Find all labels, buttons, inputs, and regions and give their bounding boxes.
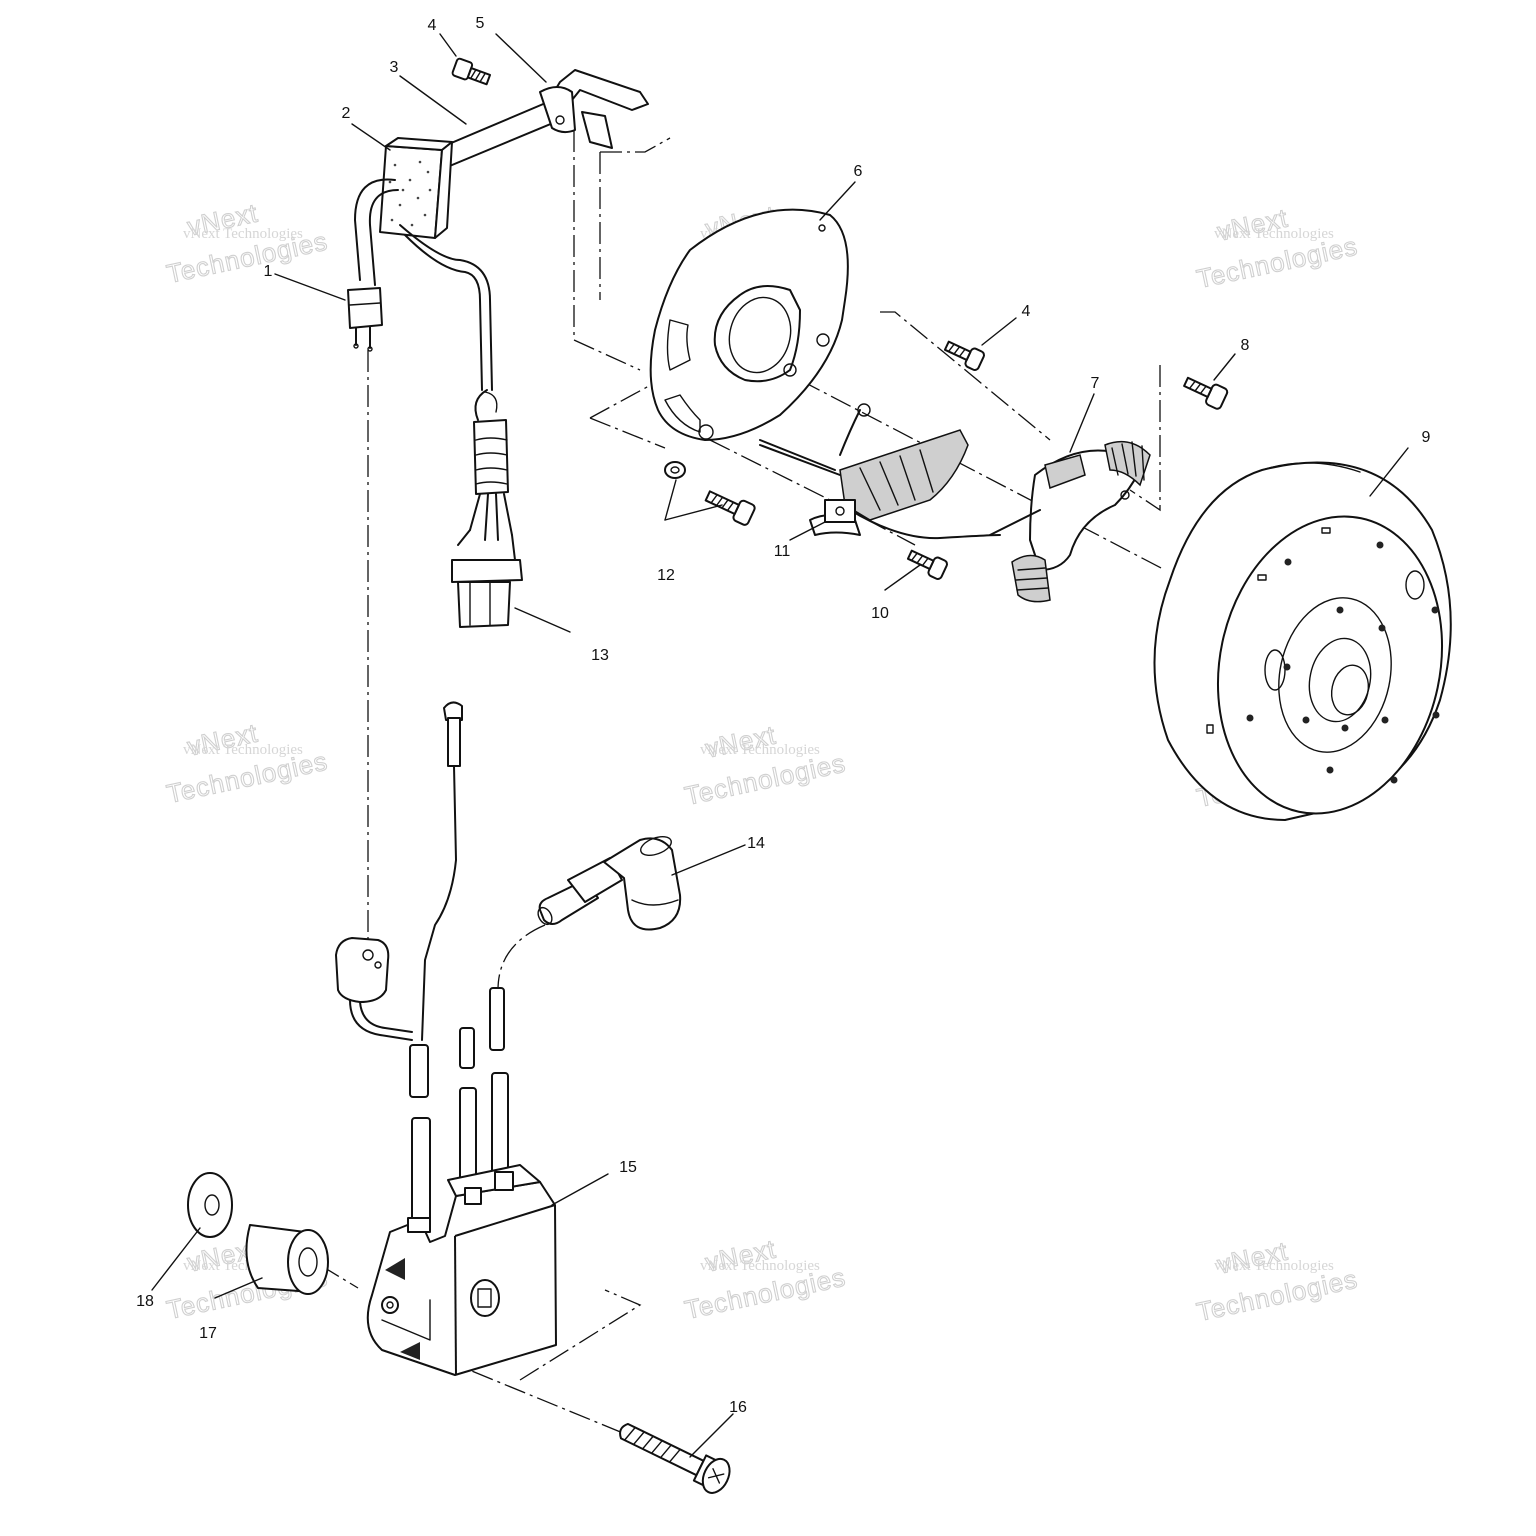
sensor-part: [809, 499, 861, 536]
watermark: vNext Technologies: [1193, 1235, 1361, 1328]
assembly-lines: [319, 130, 1166, 1441]
watermark: vNext Technologies: [183, 742, 303, 758]
clamp-part: [539, 86, 576, 134]
screw-part: [704, 490, 756, 526]
leader-lines: [151, 33, 1409, 1458]
screw-part: [1183, 376, 1229, 410]
watermark: vNext Technologies: [700, 742, 820, 758]
screw-part: [906, 549, 948, 580]
callout-10: 10: [871, 605, 889, 622]
exciter-coil-part: [989, 440, 1151, 603]
callout-3: 3: [390, 59, 399, 76]
watermark: vNext Technologies: [700, 1258, 820, 1274]
lead-tube-part: [409, 987, 509, 1227]
spark-plug-cap-part: [537, 836, 682, 931]
watermark: vNext Technologies: [183, 226, 303, 242]
bushing-part: [245, 1224, 329, 1295]
connector-part: [335, 937, 413, 1041]
callout-11: 11: [774, 543, 791, 560]
callout-18: 18: [136, 1293, 154, 1310]
watermark: vNext Technologies: [681, 719, 849, 812]
connector-part: [347, 287, 383, 352]
screw-part: [451, 57, 492, 86]
harness-part: [457, 389, 516, 561]
callout-9: 9: [1422, 429, 1431, 446]
flywheel-part: [1153, 461, 1452, 821]
bolt-part: [619, 1422, 731, 1494]
regulator-part: [354, 137, 493, 391]
callout-5: 5: [476, 15, 485, 32]
callout-2: 2: [342, 105, 351, 122]
plug-part: [451, 559, 523, 628]
stator-plate-part: [649, 208, 849, 441]
callout-4: 4: [428, 17, 437, 34]
callout-15: 15: [619, 1159, 637, 1176]
wire-part: [421, 701, 463, 1041]
callout-6: 6: [854, 163, 863, 180]
callout-14: 14: [747, 835, 765, 852]
callout-1: 1: [264, 263, 273, 280]
callout-13: 13: [591, 647, 609, 664]
callout-labels: 1 2 3 4 5 6 4 8 7 9 10 11 12 13 14 15 16…: [136, 15, 1430, 1416]
callout-17: 17: [199, 1325, 217, 1342]
callout-4: 4: [1022, 303, 1031, 320]
callout-12: 12: [657, 567, 675, 584]
watermark: vNext Technologies: [1214, 1258, 1334, 1274]
callout-16: 16: [729, 1399, 747, 1416]
coil-part: [759, 403, 1001, 540]
callout-8: 8: [1241, 337, 1250, 354]
washer-part: [187, 1172, 233, 1238]
ignition-coil-part: [366, 1164, 557, 1376]
wire-tube: [429, 69, 649, 171]
watermark: vNext Technologies: [1214, 226, 1334, 242]
washer-part: [664, 461, 686, 479]
screw-part: [943, 340, 985, 371]
callout-7: 7: [1091, 375, 1100, 392]
